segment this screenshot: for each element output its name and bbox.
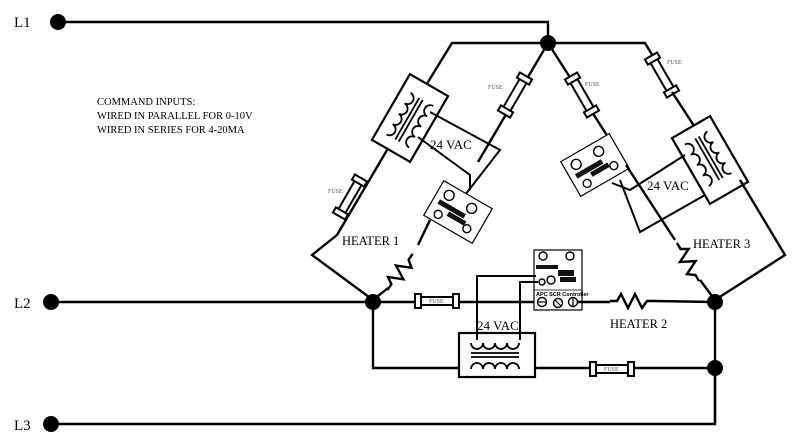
terminal-l3 (43, 416, 59, 432)
fuse-label: FUSE (604, 367, 619, 373)
fuse-label: FUSE (488, 85, 503, 91)
note-parallel: WIRED IN PARALLEL FOR 0-10V (97, 111, 253, 122)
heater-1-label: HEATER 1 (342, 234, 399, 248)
controller-2-label: APC SCR Controller (536, 292, 589, 298)
heater-2-label: HEATER 2 (610, 317, 667, 331)
fuse-label: FUSE (328, 189, 343, 195)
scr-controller-3 (560, 132, 630, 198)
fuse-heater1 (496, 71, 534, 119)
heater-3-label: HEATER 3 (693, 237, 750, 251)
note-title: COMMAND INPUTS: (97, 97, 195, 108)
line-l3 (43, 368, 717, 432)
transformer-2-label: 24 VAC (477, 318, 519, 333)
heater-2-resistor (608, 292, 656, 310)
label-l2: L2 (14, 296, 31, 312)
scr-controller-1 (423, 179, 493, 245)
scr-controller-2: APC SCR Controller (533, 249, 589, 311)
label-l1: L1 (14, 15, 31, 31)
note-series: WIRED IN SERIES FOR 4-20MA (97, 125, 245, 136)
transformer-2 (457, 331, 537, 379)
transformer-1-label: 24 VAC (430, 137, 472, 152)
label-l3: L3 (14, 418, 31, 434)
command-inputs-note: COMMAND INPUTS: WIRED IN PARALLEL FOR 0-… (97, 97, 253, 136)
line-l2 (43, 294, 373, 310)
transformer-3-label: 24 VAC (647, 178, 689, 193)
fuse-heater3 (563, 71, 601, 119)
line-l1 (50, 14, 550, 42)
fuse-label: FUSE (429, 299, 444, 305)
terminal-l1 (50, 14, 66, 30)
fuse-label: FUSE (585, 82, 600, 88)
fuse-label: FUSE (667, 60, 682, 66)
terminal-l2 (43, 294, 59, 310)
